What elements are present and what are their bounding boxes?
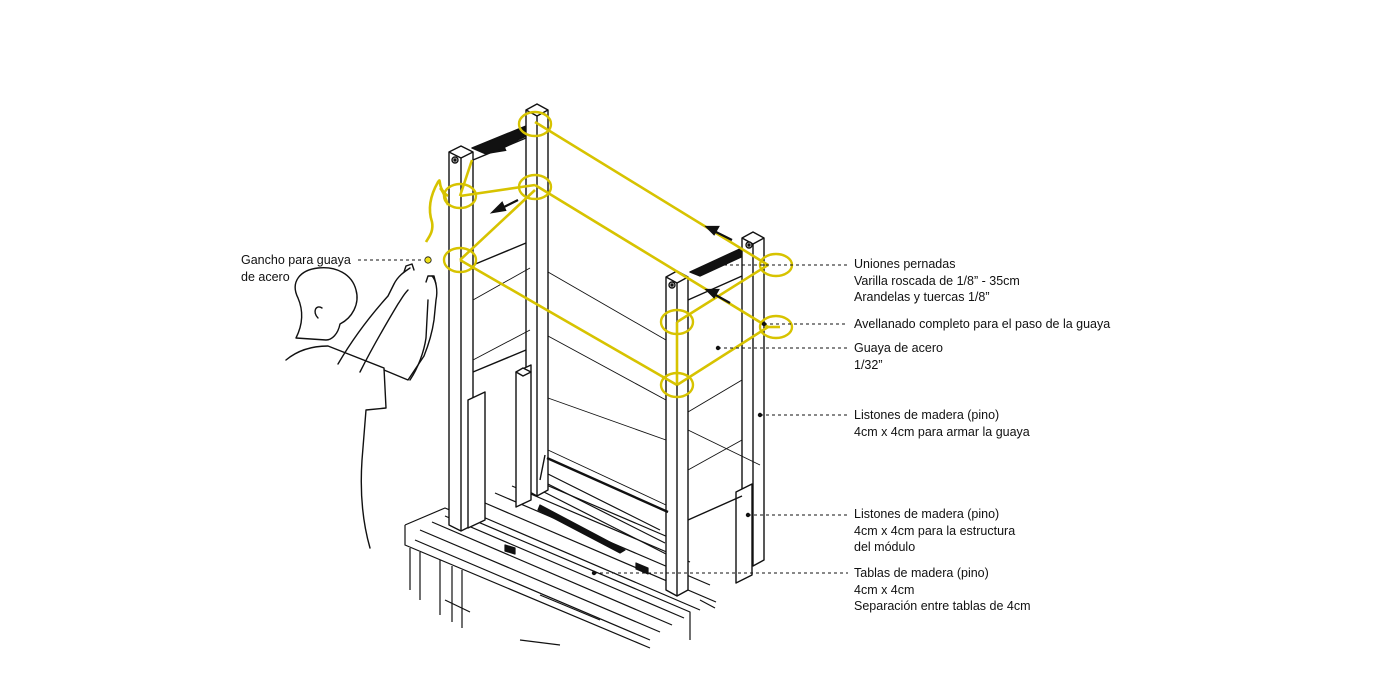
joints-callout: Uniones pernadas Varilla roscada de 1/8”… — [854, 256, 1020, 306]
wire-slats-callout-line1: Listones de madera (pino) — [854, 408, 1000, 422]
wire-callout-line2: 1/32” — [854, 357, 883, 372]
wire-callout-line1: Guaya de acero — [854, 341, 943, 355]
countersink-callout: Avellanado completo para el paso de la g… — [854, 316, 1110, 333]
leader-lines — [358, 259, 848, 574]
countersink-callout-line1: Avellanado completo para el paso de la g… — [854, 317, 1111, 331]
hook-callout-line2: de acero — [241, 269, 290, 284]
joint-circles — [442, 110, 794, 399]
hook-marker — [424, 256, 432, 264]
wire-callout: Guaya de acero 1/32” — [854, 340, 943, 373]
joints-callout-line1: Uniones pernadas — [854, 257, 956, 271]
structure-slats-callout-line1: Listones de madera (pino) — [854, 507, 1000, 521]
bench-boards — [404, 469, 717, 649]
wire-slats-callout: Listones de madera (pino) 4cm x 4cm para… — [854, 407, 1030, 440]
boards-callout-line3: Separación entre tablas de 4cm — [854, 599, 1031, 613]
joints-callout-line2: Varilla roscada de 1/8” - 35cm — [854, 273, 1020, 288]
structure-slats-callout: Listones de madera (pino) 4cm x 4cm para… — [854, 506, 1015, 556]
wire-slats-callout-line2: 4cm x 4cm para armar la guaya — [854, 424, 1030, 439]
boards-callout: Tablas de madera (pino) 4cm x 4cm Separa… — [854, 565, 1031, 615]
person-figure — [285, 263, 438, 549]
direction-arrows — [489, 139, 733, 304]
boards-callout-line1: Tablas de madera (pino) — [854, 566, 989, 580]
steel-wire — [424, 120, 780, 387]
boards-callout-line2: 4cm x 4cm — [854, 582, 915, 597]
structure-slats-callout-line2: 4cm x 4cm para la estructura — [854, 523, 1016, 538]
left-frame-posts — [448, 103, 549, 532]
structure-slats-callout-line3: del módulo — [854, 540, 916, 554]
hook-callout-line1: Gancho para guaya — [241, 253, 351, 267]
hook-callout: Gancho para guaya de acero — [241, 252, 351, 285]
joints-callout-line3: Arandelas y tuercas 1/8” — [854, 290, 990, 304]
leader-dots — [591, 262, 767, 576]
